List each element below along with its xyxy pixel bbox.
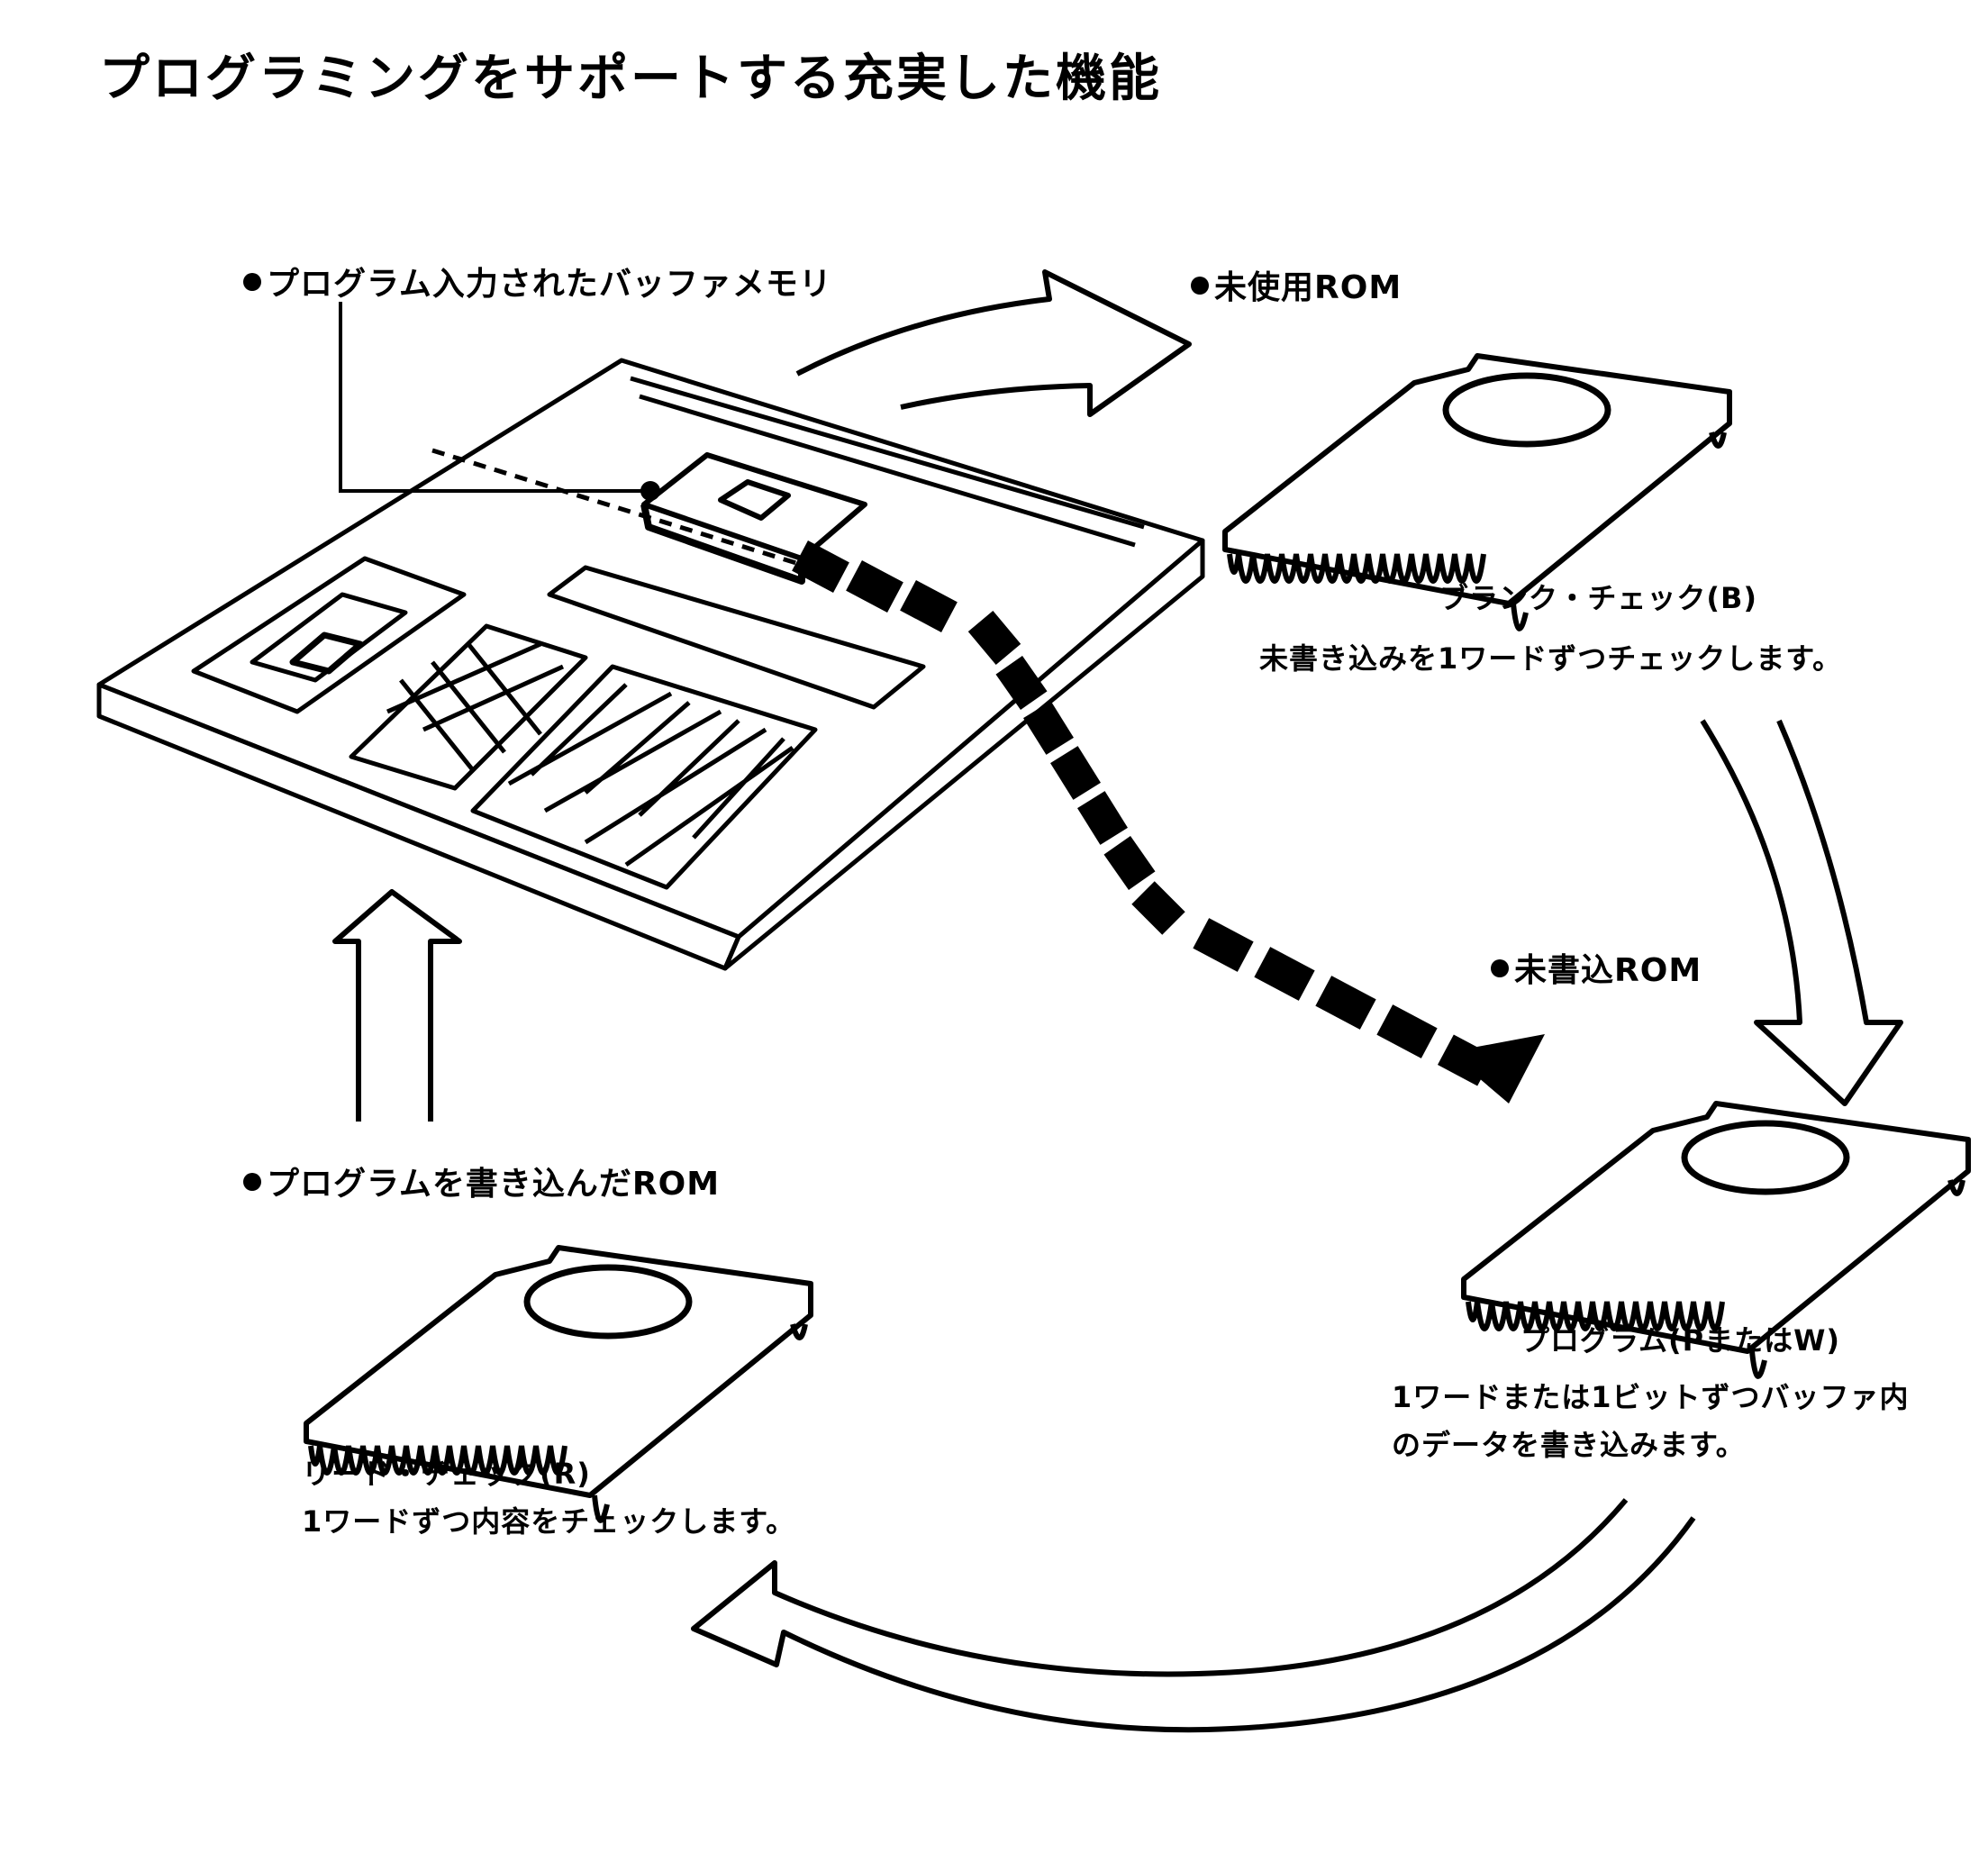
page-title: プログラミングをサポートする充実した機能 bbox=[99, 50, 1162, 108]
caption-program-line2: 1ワードまたは1ビットずつバッファ内 bbox=[1392, 1380, 1910, 1414]
caption-blank-check-line2: 未書き込みを1ワードずつチェックします。 bbox=[1259, 641, 1843, 676]
arrow-to-unused-rom bbox=[795, 269, 1192, 417]
bullet-icon bbox=[1191, 277, 1209, 295]
label-written-rom-text: プログラムを書き込んだROM bbox=[267, 1166, 721, 1203]
programmer-unit-illustration bbox=[96, 358, 1205, 971]
label-unwritten-rom-text: 未書込ROM bbox=[1514, 952, 1702, 989]
bullet-icon bbox=[243, 1173, 261, 1191]
caption-blank-check: ブランク・チェック(B) bbox=[1439, 575, 1757, 622]
caption-program-desc: 1ワードまたは1ビットずつバッファ内 のデータを書き込みます。 bbox=[1392, 1374, 1910, 1469]
caption-read-check-line2: 1ワードずつ内容をチェックします。 bbox=[302, 1503, 796, 1539]
buffer-leader-line bbox=[339, 302, 650, 493]
caption-program-line3: のデータを書き込みます。 bbox=[1392, 1427, 1746, 1462]
bullet-icon bbox=[1491, 959, 1509, 977]
label-unwritten-rom: 未書込ROM bbox=[1491, 944, 1702, 991]
leader-dot bbox=[640, 481, 660, 501]
caption-blank-check-line1: ブランク・チェック(B) bbox=[1439, 581, 1758, 615]
arrow-to-programmer bbox=[332, 889, 462, 1122]
arrow-to-written-rom bbox=[691, 1498, 1696, 1733]
caption-program-line1: プログラム(PまたはW) bbox=[1521, 1323, 1841, 1358]
label-unused-rom-text: 未使用ROM bbox=[1214, 269, 1402, 306]
cycle-arrows bbox=[332, 269, 1903, 1733]
bullet-icon bbox=[243, 273, 261, 291]
caption-program: プログラム(PまたはW) bbox=[1521, 1317, 1840, 1365]
caption-read-check: リード・チェック(R) 1ワードずつ内容をチェックします。 bbox=[302, 1450, 795, 1546]
label-unused-rom: 未使用ROM bbox=[1191, 261, 1402, 308]
transfer-dotted-arrow bbox=[792, 540, 1545, 1104]
caption-read-check-line1: リード・チェック(R) bbox=[302, 1457, 591, 1491]
label-buffer-memory-text: プログラム入力されたバッファメモリ bbox=[267, 266, 832, 303]
label-written-rom: プログラムを書き込んだROM bbox=[243, 1158, 720, 1204]
caption-blank-check-desc: 未書き込みを1ワードずつチェックします。 bbox=[1259, 635, 1842, 683]
arrow-to-unwritten-rom bbox=[1700, 719, 1903, 1106]
label-buffer-memory: プログラム入力されたバッファメモリ bbox=[243, 258, 832, 304]
